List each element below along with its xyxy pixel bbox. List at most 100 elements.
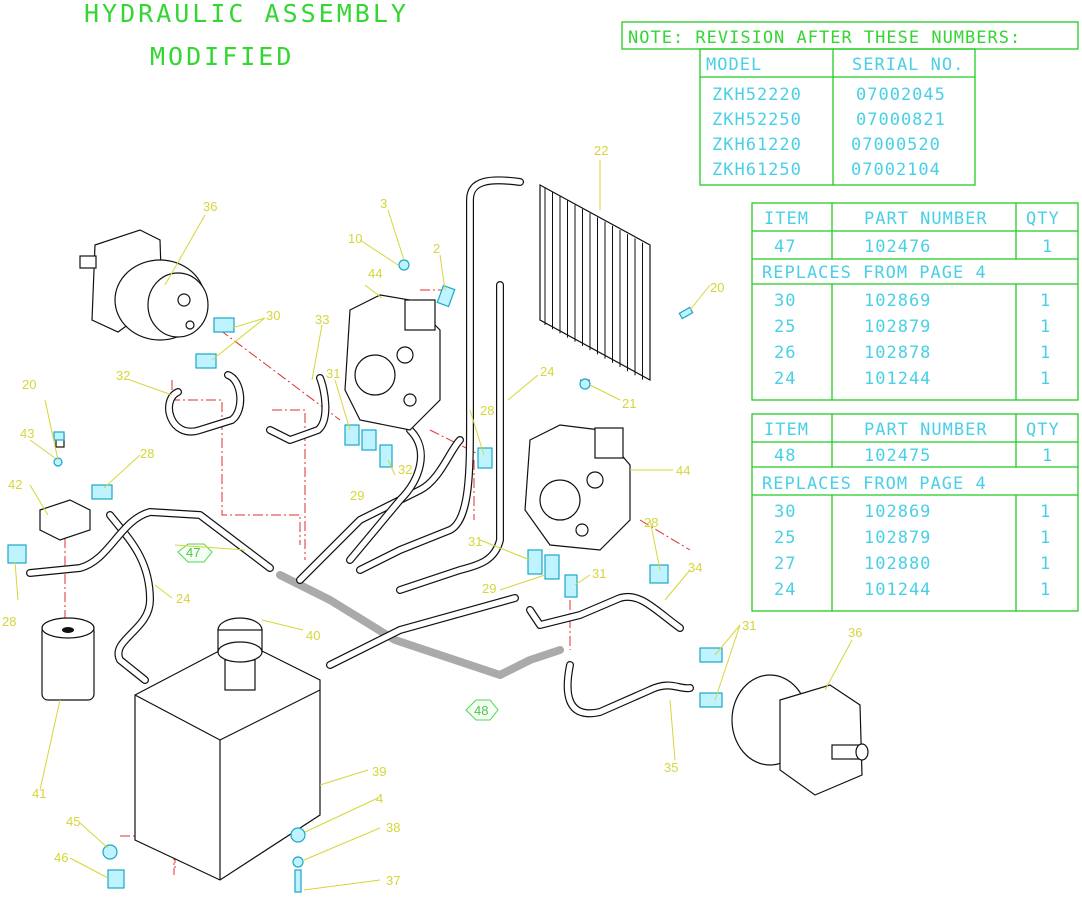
table1-row-item: 30 — [774, 291, 796, 311]
drawing-title-line1: HYDRAULIC ASSEMBLY — [84, 0, 409, 28]
callout-38: 38 — [386, 820, 400, 835]
table2-row-item: 27 — [774, 554, 796, 574]
callout-24: 24 — [540, 364, 554, 379]
callout-21: 21 — [622, 396, 636, 411]
callout-numbers: 36 3 10 2 44 30 33 32 22 20 21 24 31 32 … — [2, 143, 862, 888]
table1-row-qty: 1 — [1040, 343, 1051, 363]
oil-cooler — [539, 183, 651, 382]
note-model: ZKH52250 — [712, 110, 802, 130]
drawing-title-line2: MODIFIED — [150, 42, 294, 71]
callout-45: 45 — [66, 814, 80, 829]
table2-part: 102475 — [864, 446, 931, 466]
callout-28-right: 28 — [644, 515, 658, 530]
note-model: ZKH52220 — [712, 85, 802, 105]
note-serial: 07000821 — [856, 110, 946, 130]
callout-22: 22 — [594, 143, 608, 158]
callout-32: 32 — [116, 368, 130, 383]
callout-33: 33 — [315, 312, 329, 327]
callout-20-right: 20 — [710, 280, 724, 295]
hex-marker-47: 47 — [177, 543, 213, 563]
callout-36: 36 — [203, 199, 217, 214]
note-serial: 07002104 — [851, 160, 941, 180]
table1-header-qty: QTY — [1026, 209, 1060, 229]
parts-table-48: ITEM PART NUMBER QTY 48 102475 1 REPLACE… — [751, 413, 1079, 612]
revision-note-table: NOTE: REVISION AFTER THESE NUMBERS: MODE… — [621, 21, 1079, 186]
callout-28-lower-left: 28 — [2, 614, 16, 629]
table2-header-part: PART NUMBER — [864, 420, 988, 440]
table2-row-part: 101244 — [864, 580, 931, 600]
callout-29-lower: 29 — [482, 581, 496, 596]
table2-row-part: 102880 — [864, 554, 931, 574]
callout-4: 4 — [376, 791, 383, 806]
table1-row-part: 101244 — [864, 369, 931, 389]
table2-row-item: 30 — [774, 502, 796, 522]
hex-marker-48: 48 — [465, 699, 499, 721]
callout-41: 41 — [32, 786, 46, 801]
hydraulic-pump-lower — [524, 424, 631, 551]
hydraulic-motor-upper — [79, 229, 209, 341]
callout-32-lower: 32 — [398, 462, 412, 477]
reservoir-cap — [217, 617, 263, 691]
note-col-model: MODEL — [706, 55, 762, 75]
table1-item: 47 — [774, 237, 796, 257]
note-serial: 07002045 — [856, 85, 946, 105]
table2-row-part: 102879 — [864, 528, 931, 548]
callout-20: 20 — [22, 377, 36, 392]
callout-10: 10 — [348, 231, 362, 246]
callout-40: 40 — [306, 628, 320, 643]
table2-item: 48 — [774, 446, 796, 466]
callout-28: 28 — [480, 403, 494, 418]
table1-row-item: 26 — [774, 343, 796, 363]
callout-36-lower: 36 — [848, 625, 862, 640]
hydraulic-motor-lower — [731, 674, 869, 796]
note-serial: 07000520 — [851, 135, 941, 155]
table1-row-qty: 1 — [1040, 291, 1051, 311]
table2-row-qty: 1 — [1040, 580, 1051, 600]
table1-row-qty: 1 — [1040, 317, 1051, 337]
table2-row-item: 24 — [774, 580, 796, 600]
hex-marker-48-label: 48 — [474, 703, 488, 718]
table2-row-item: 25 — [774, 528, 796, 548]
callout-28-left: 28 — [140, 446, 154, 461]
table1-row-part: 102879 — [864, 317, 931, 337]
callout-44: 44 — [368, 266, 382, 281]
table1-row-item: 24 — [774, 369, 796, 389]
note-model: ZKH61220 — [712, 135, 802, 155]
table2-header-qty: QTY — [1026, 420, 1060, 440]
table2-row-part: 102869 — [864, 502, 931, 522]
table1-replaces-label: REPLACES FROM PAGE 4 — [762, 263, 987, 283]
hydraulic-lines — [26, 176, 694, 718]
table2-row-qty: 1 — [1040, 528, 1051, 548]
callout-24-left: 24 — [176, 591, 190, 606]
callout-39: 39 — [372, 764, 386, 779]
table2-replaces-label: REPLACES FROM PAGE 4 — [762, 474, 987, 494]
table2-header-item: ITEM — [764, 420, 809, 440]
hex-marker-47-label: 47 — [186, 545, 200, 560]
callout-30: 30 — [266, 308, 280, 323]
revision-note-header: NOTE: REVISION AFTER THESE NUMBERS: — [628, 28, 1021, 48]
callout-31-right: 31 — [592, 566, 606, 581]
callout-29: 29 — [350, 488, 364, 503]
callout-31: 31 — [326, 366, 340, 381]
table1-header-item: ITEM — [764, 209, 809, 229]
table2-row-qty: 1 — [1040, 502, 1051, 522]
callout-37: 37 — [386, 873, 400, 888]
filter-head — [39, 434, 91, 541]
callout-35: 35 — [664, 760, 678, 775]
callout-2: 2 — [433, 241, 440, 256]
callout-44-lower: 44 — [676, 463, 690, 478]
table1-qty: 1 — [1042, 237, 1053, 257]
hydraulic-pump-upper — [344, 294, 441, 431]
table2-qty: 1 — [1042, 446, 1053, 466]
callout-31-lower: 31 — [468, 534, 482, 549]
leader-lines — [14, 160, 853, 891]
note-model: ZKH61250 — [712, 160, 802, 180]
table2-row-qty: 1 — [1040, 554, 1051, 574]
fittings — [7, 259, 723, 893]
table1-row-qty: 1 — [1040, 369, 1051, 389]
callout-31-motor: 31 — [742, 618, 756, 633]
table1-row-part: 102869 — [864, 291, 931, 311]
callout-42: 42 — [8, 477, 22, 492]
